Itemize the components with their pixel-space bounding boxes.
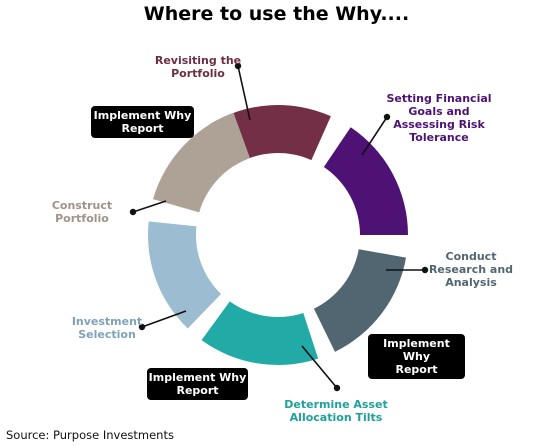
label-line: Determine Asset <box>284 398 388 411</box>
connector-goals-dot <box>383 113 391 121</box>
connector-tilts <box>301 345 338 389</box>
page-title: Where to use the Why.... <box>143 3 410 25</box>
badge-line: Report <box>121 122 164 135</box>
label-revisiting-portfolio: Revisiting the Portfolio <box>150 54 246 80</box>
label-setting-goals: Setting Financial Goals and Assessing Ri… <box>386 92 492 144</box>
connector-tilts-dot <box>333 384 341 392</box>
source-note: Source: Purpose Investments <box>6 428 174 442</box>
label-asset-allocation: Determine Asset Allocation Tilts <box>278 398 394 424</box>
segment-research <box>313 249 407 352</box>
label-line: Assessing Risk <box>393 118 485 131</box>
badge-line: Implement Why <box>383 337 450 363</box>
label-line: Investment <box>71 315 143 328</box>
implement-why-report-badge: Implement Why Report <box>147 368 248 400</box>
badge-line: Report <box>395 363 438 376</box>
segment-construct <box>153 112 250 213</box>
badge-line: Implement Why <box>148 371 247 384</box>
label-construct-portfolio: Construct Portfolio <box>40 199 124 225</box>
connector-research-dot <box>421 266 429 274</box>
label-line: Goals and <box>408 105 470 118</box>
label-line: Research and <box>428 263 514 276</box>
badge-line: Implement Why <box>93 109 192 122</box>
connector-goals <box>361 116 388 156</box>
connector-selection <box>141 310 187 328</box>
label-line: Conduct <box>445 250 497 263</box>
label-line: Analysis <box>445 276 497 289</box>
label-conduct-research: Conduct Research and Analysis <box>426 250 516 289</box>
connector-selection-dot <box>138 323 146 331</box>
segment-selection <box>148 221 222 329</box>
label-line: Revisiting the <box>154 54 242 67</box>
connector-revisiting-dot <box>234 62 242 70</box>
connector-construct <box>132 200 167 213</box>
connector-construct-dot <box>129 208 137 216</box>
label-line: Setting Financial <box>386 92 492 105</box>
label-investment-selection: Investment Selection <box>64 315 150 341</box>
label-line: Allocation Tilts <box>289 411 383 424</box>
label-line: Portfolio <box>55 212 109 225</box>
implement-why-report-badge: Implement Why Report <box>91 106 194 138</box>
label-line: Selection <box>78 328 136 341</box>
badge-line: Report <box>176 384 219 397</box>
segment-tilts <box>201 301 319 365</box>
label-line: Portfolio <box>171 67 225 80</box>
segment-goals <box>323 127 408 235</box>
implement-why-report-badge: Implement Why Report <box>368 334 465 379</box>
connector-revisiting <box>237 65 251 121</box>
label-line: Construct <box>51 199 113 212</box>
label-line: Tolerance <box>409 131 469 144</box>
